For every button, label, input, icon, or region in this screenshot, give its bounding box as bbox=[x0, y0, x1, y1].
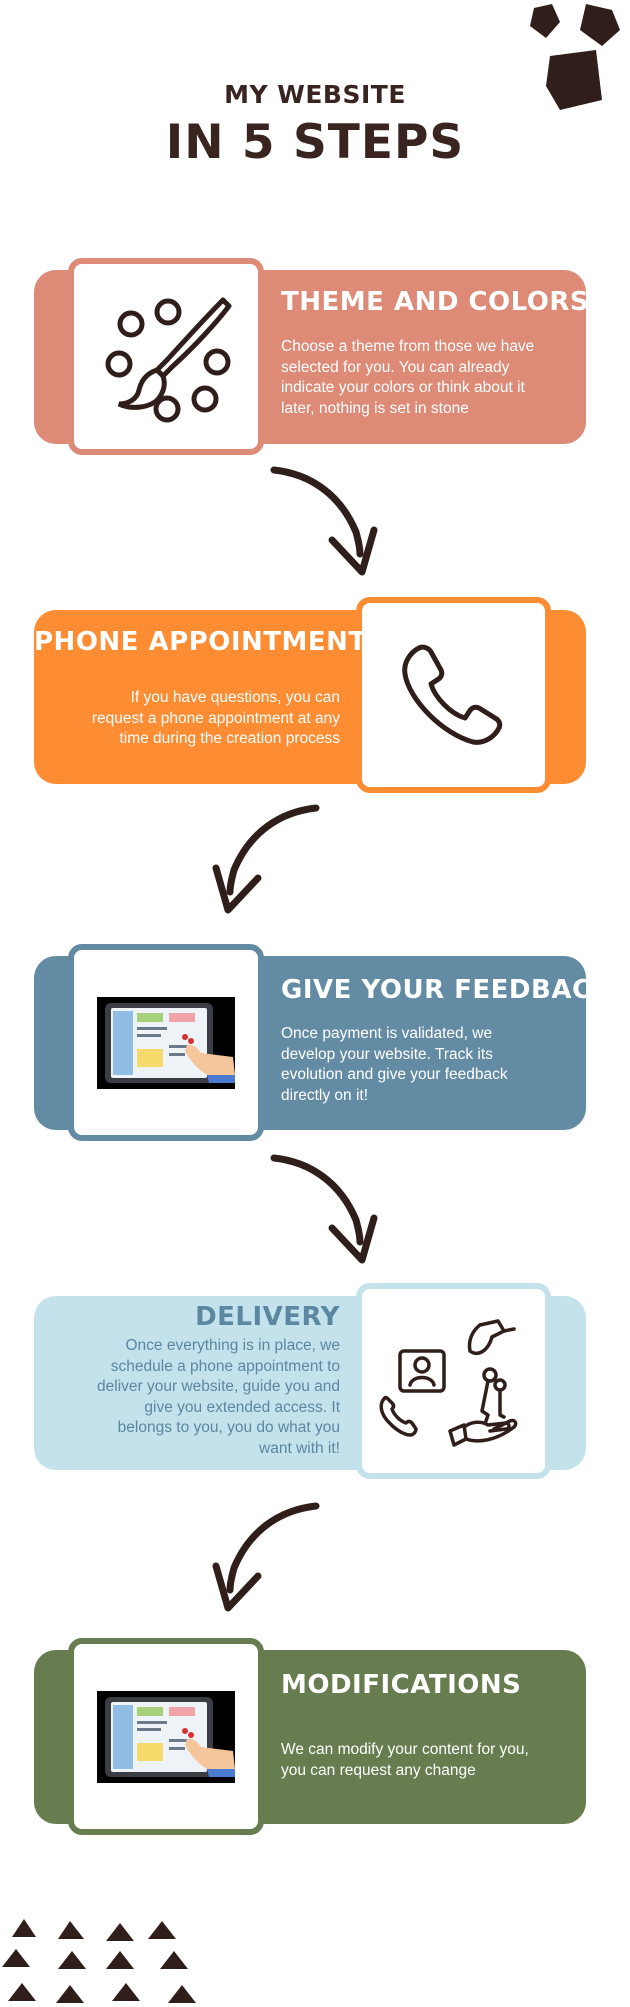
arrow-icon bbox=[270, 466, 378, 576]
arrow-icon bbox=[212, 1502, 320, 1612]
step-3-title: GIVE YOUR FEEDBACK bbox=[281, 975, 613, 1005]
step-5-desc: We can modify your content for you, you … bbox=[281, 1741, 529, 1779]
page-title: IN 5 STEPS bbox=[165, 115, 465, 170]
keys-handover-icon bbox=[379, 1319, 517, 1447]
step-4-desc: Once everything is in place, we schedule… bbox=[97, 1337, 340, 1457]
step-5-icon-frame bbox=[68, 1638, 264, 1835]
step-3-desc: Once payment is validated, we develop yo… bbox=[281, 1025, 508, 1104]
step-4-icon-frame bbox=[356, 1283, 551, 1479]
step-4-title: DELIVERY bbox=[195, 1302, 340, 1332]
tablet-touch-icon bbox=[97, 1690, 235, 1783]
step-2-title: PHONE APPOINTMENT bbox=[34, 627, 367, 657]
page-subtitle: MY WEBSITE bbox=[224, 80, 406, 109]
step-2-icon-frame bbox=[356, 597, 551, 793]
decorative-shapes-top bbox=[530, 4, 620, 110]
step-1-icon-frame bbox=[68, 258, 264, 455]
step-2-desc: If you have questions, you can request a… bbox=[91, 689, 340, 747]
tablet-touch-icon bbox=[97, 996, 235, 1089]
paintbrush-palette-icon bbox=[105, 297, 232, 422]
step-5-title: MODIFICATIONS bbox=[281, 1670, 522, 1700]
arrow-icon bbox=[212, 804, 320, 914]
decorative-shapes-bottom bbox=[2, 1919, 196, 2003]
phone-icon bbox=[401, 644, 502, 745]
step-1-title: THEME AND COLORS bbox=[281, 287, 590, 317]
step-3-icon-frame bbox=[68, 944, 264, 1141]
step-1-desc: Choose a theme from those we have select… bbox=[281, 338, 535, 417]
arrow-icon bbox=[270, 1154, 378, 1264]
